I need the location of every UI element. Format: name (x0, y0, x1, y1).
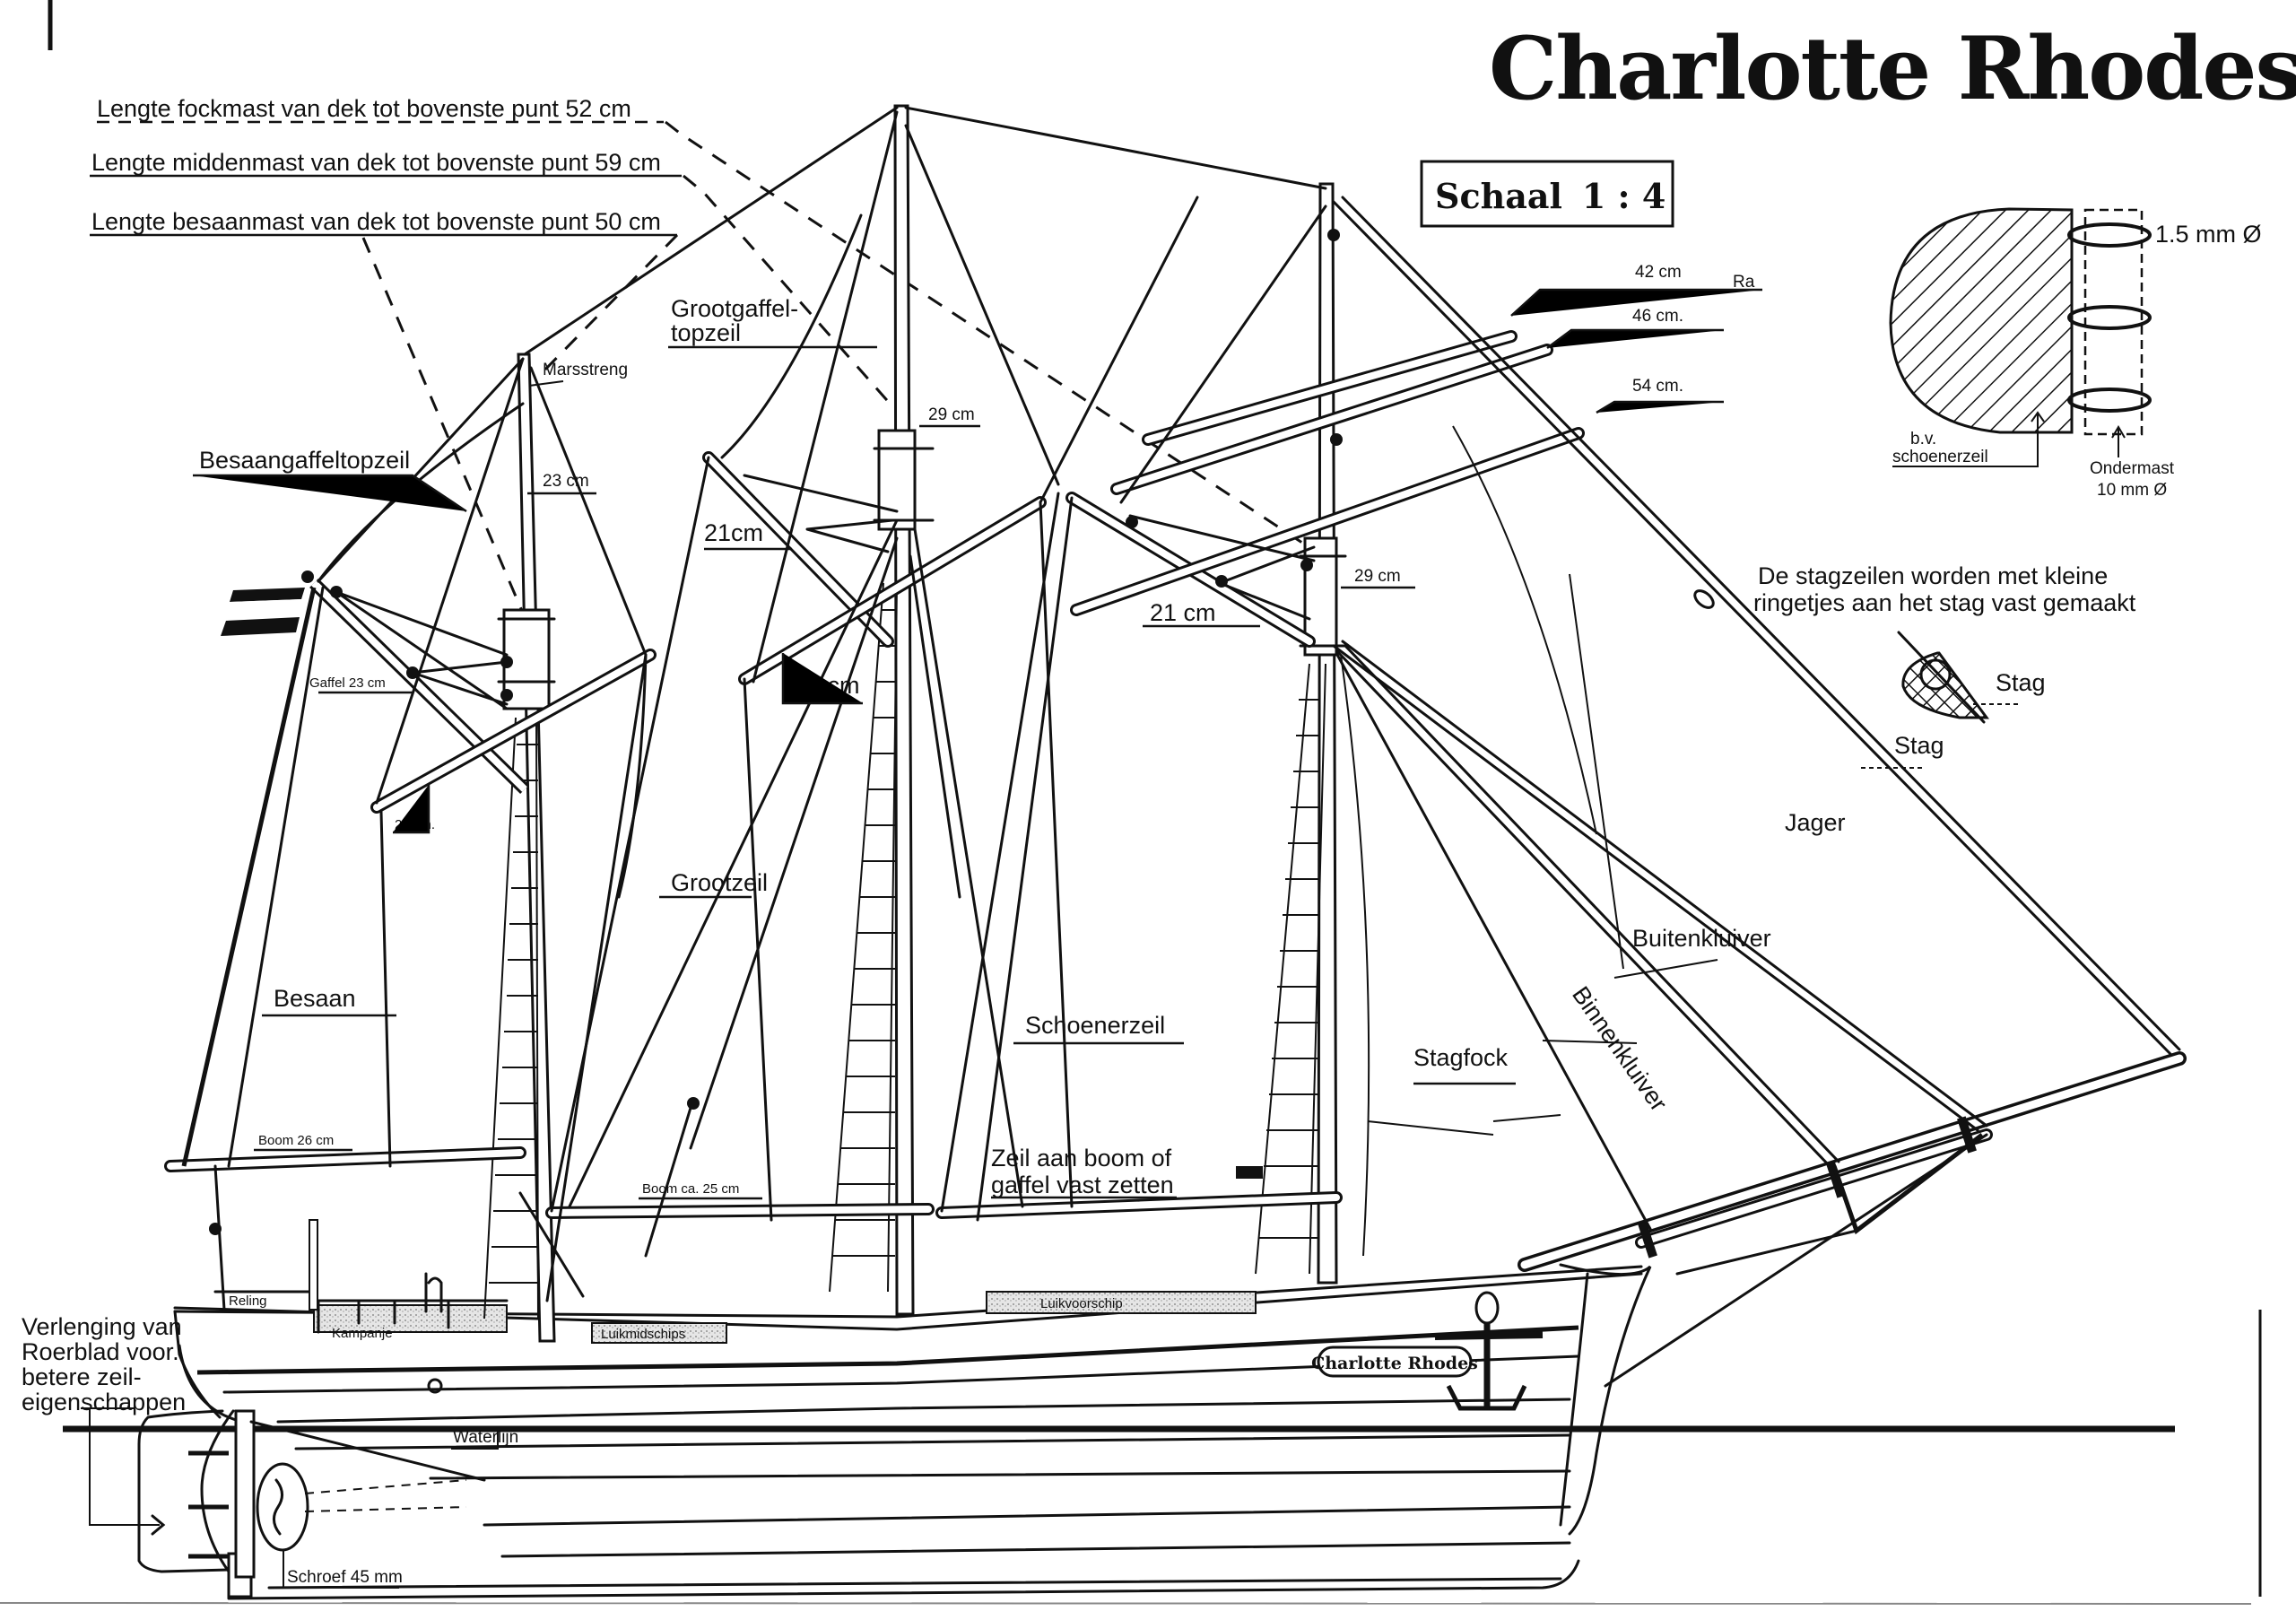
label-main-topgaff: 21cm (704, 519, 763, 546)
label-schoenerzeil: Schoenerzeil (1025, 1012, 1165, 1039)
page-edge (0, 1310, 2262, 1605)
svg-text:Zeil aan boom of: Zeil aan boom of (991, 1145, 1172, 1171)
anchor-icon (1434, 1291, 1544, 1411)
label-main-topmast: 29 cm (928, 405, 975, 424)
flag (221, 588, 305, 636)
label-marsstreng: Marsstreng (543, 361, 628, 379)
svg-text:topzeil: topzeil (671, 319, 741, 346)
label-yard-mid: 46 cm. (1632, 307, 1683, 326)
rudder-extension (81, 1407, 486, 1579)
foremast-length-note: Lengte fockmast van dek tot bovenste pun… (97, 95, 631, 122)
svg-text:De stagzeilen worden met klein: De stagzeilen worden met kleine (1758, 562, 2108, 589)
svg-text:schoenerzeil: schoenerzeil (1892, 448, 1988, 466)
label-boom-main: Boom ca. 25 cm (642, 1181, 739, 1197)
rudder-note: Verlenging van Roerblad voor. betere zei… (22, 1313, 186, 1415)
label-buitenkluiver: Buitenkluiver (1632, 925, 1771, 952)
rigging-blocks (209, 229, 1715, 1235)
label-example: b.v. (1910, 430, 1936, 449)
propeller: Schroef 45 mm (256, 1462, 467, 1589)
svg-text:10 mm Ø: 10 mm Ø (2097, 481, 2167, 500)
svg-text:Roerblad voor.: Roerblad voor. (22, 1338, 179, 1365)
spars (164, 330, 2187, 1272)
label-ring-diameter: 1.5 mm Ø (2155, 221, 2262, 248)
label-yard-top: 42 cm (1635, 263, 1682, 282)
label-yard-low: 54 cm. (1632, 377, 1683, 396)
drawing-title: Charlotte Rhodes1904 (1489, 18, 2296, 119)
label-stagfock: Stagfock (1413, 1044, 1509, 1071)
svg-text:Verlenging van: Verlenging van (22, 1313, 182, 1340)
mast-hoop-detail: 1.5 mm Ø b.v. schoenerzeil Ondermast 10 … (1889, 207, 2262, 500)
label-stag-main: Stag (1894, 732, 1944, 759)
label-jager: Jager (1785, 809, 1846, 836)
flag-stripe-3 (221, 617, 300, 636)
label-binnenkluiver: Binnenkluiver (1567, 981, 1673, 1116)
svg-text:Waterlijn: Waterlijn (453, 1428, 518, 1447)
mainmast-length-note: Lengte middenmast van dek tot bovenste p… (91, 149, 661, 176)
stay-ring-note: De stagzeilen worden met kleine ringetje… (1753, 562, 2136, 616)
label-stag-detail: Stag (1996, 669, 2046, 696)
mizzenmast-length-note: Lengte besaanmast van dek tot bovenste p… (91, 208, 661, 235)
waterline-label: Waterlijn (451, 1428, 518, 1450)
rigging (181, 106, 2181, 1388)
label-gaffel: Gaffel 23 cm (309, 675, 386, 691)
svg-text:Schroef 45 mm: Schroef 45 mm (287, 1568, 403, 1587)
label-grootzeil: Grootzeil (671, 869, 768, 896)
label-reling: Reling (229, 1293, 267, 1309)
svg-text:gaffel vast zetten: gaffel vast zetten (991, 1171, 1174, 1198)
label-fore-topmast: 29 cm (1354, 567, 1401, 586)
flag-stripe-1 (230, 588, 305, 602)
label-grootgaffeltopzeil: Grootgaffel- (671, 295, 798, 322)
svg-text:betere zeil-: betere zeil- (22, 1363, 142, 1390)
flag-stripe-2 (226, 599, 301, 621)
label-kampanje: Kampanje (332, 1326, 393, 1341)
main-mast (829, 104, 935, 1316)
name-board: Charlotte Rhodes (1311, 1346, 1478, 1378)
svg-text:eigenschappen: eigenschappen (22, 1389, 186, 1415)
dimension-labels: Marsstreng 23 cm Gaffel 23 cm 26 cm. 29 … (254, 263, 1762, 1200)
svg-text:ringetjes aan het stag vast ge: ringetjes aan het stag vast gemaakt (1753, 589, 2136, 616)
label-boom-mizzen: Boom 26 cm (258, 1133, 334, 1148)
sail-attach-note: Zeil aan boom of gaffel vast zetten (991, 1145, 1177, 1199)
stay-ring-detail: Stag Stag (1861, 631, 2046, 769)
label-mizzen-topmast: 23 cm (543, 472, 589, 491)
label-luikmidschips: Luikmidschips (601, 1327, 685, 1342)
label-lower-mast: Ondermast (2090, 459, 2175, 478)
fore-mast (1255, 182, 1347, 1285)
label-fore-gaff: 21 cm (1150, 599, 1216, 626)
label-besaan: Besaan (274, 985, 356, 1012)
deck-structures: Reling Kampanje Luikmidschips Luikvoorsc… (213, 1219, 1257, 1344)
label-luikvoorschip: Luikvoorschip (1040, 1296, 1123, 1311)
svg-text:Charlotte Rhodes: Charlotte Rhodes (1311, 1354, 1478, 1373)
label-yard-ra: Ra (1733, 273, 1755, 292)
label-besaangaffeltopzeil: Besaangaffeltopzeil (199, 447, 410, 474)
mast-length-notes: Lengte fockmast van dek tot bovenste pun… (90, 95, 682, 237)
